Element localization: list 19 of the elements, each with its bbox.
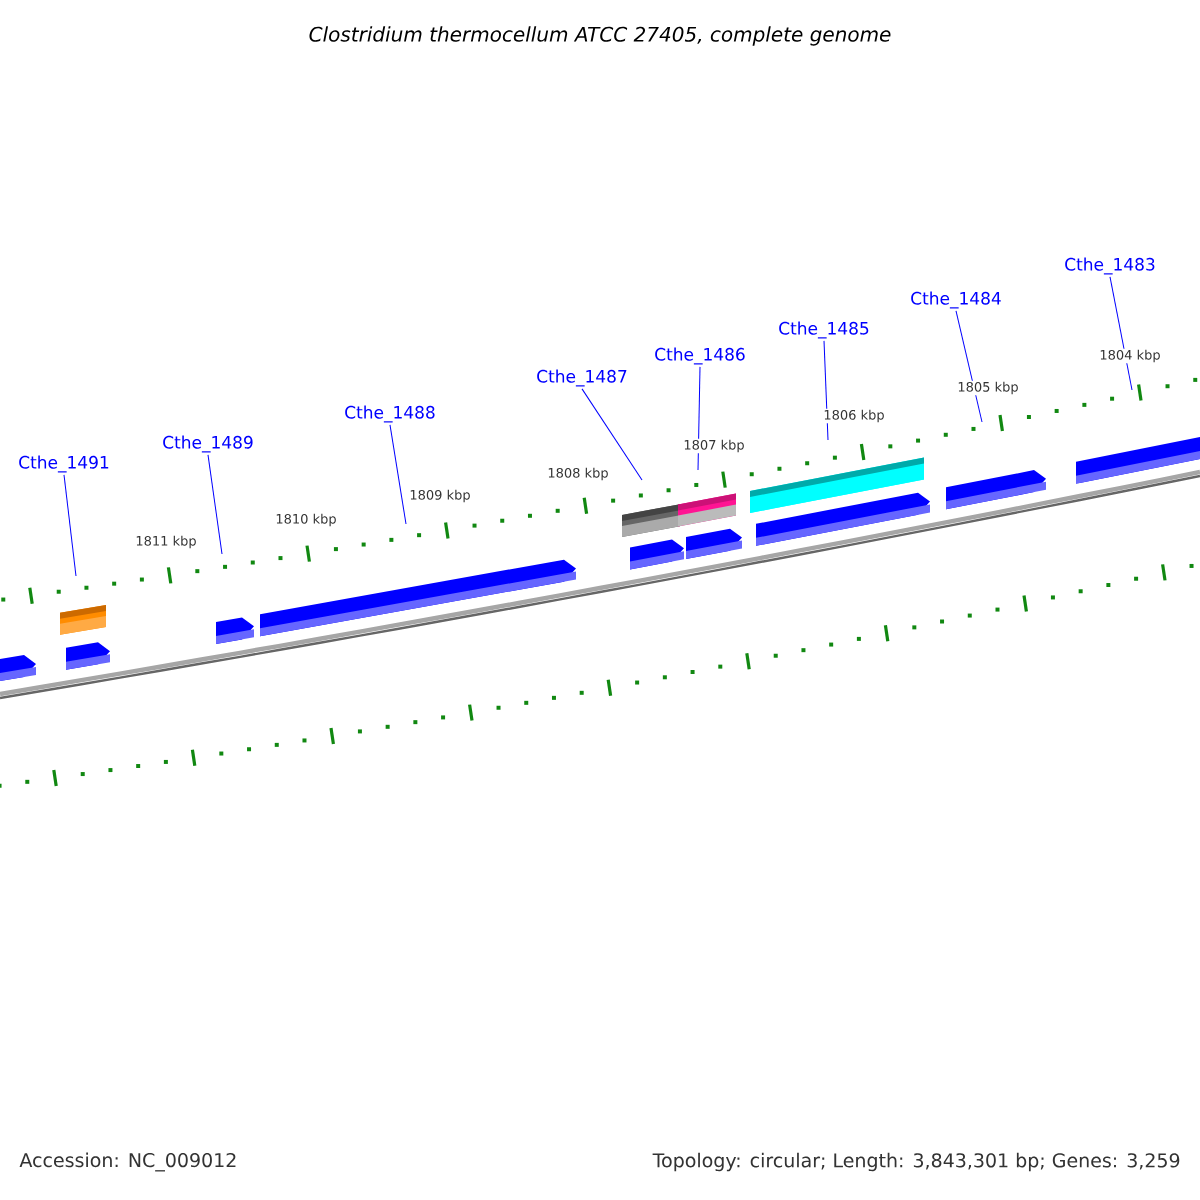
gene-label: Cthe_1489 bbox=[163, 435, 253, 453]
leader-line bbox=[1109, 276, 1133, 391]
leader-line bbox=[955, 310, 983, 423]
leader-line bbox=[63, 474, 77, 577]
title: Clostridium thermocellum ATCC 27405, complete genome bbox=[309, 26, 891, 46]
gene-label: Cthe_1488 bbox=[345, 405, 435, 423]
gene-label: Cthe_1486 bbox=[655, 347, 745, 365]
leader-line bbox=[581, 388, 643, 481]
leader-line bbox=[697, 366, 701, 471]
genome-info-text: Topology: circular; Length: 3,843,301 bp; Genes: 3,259 bbox=[651, 1151, 1182, 1173]
gene-label: Cthe_1484 bbox=[911, 291, 1001, 309]
accession-text: Accession: NC_009012 bbox=[18, 1151, 239, 1173]
gene-label: Cthe_1487 bbox=[537, 369, 627, 387]
leader-line bbox=[823, 340, 829, 441]
leader-line bbox=[389, 424, 407, 525]
gene-label: Cthe_1483 bbox=[1065, 257, 1155, 275]
leader-line bbox=[207, 454, 223, 555]
gene-label: Cthe_1491 bbox=[19, 455, 109, 473]
gene-label: Cthe_1485 bbox=[779, 321, 869, 339]
